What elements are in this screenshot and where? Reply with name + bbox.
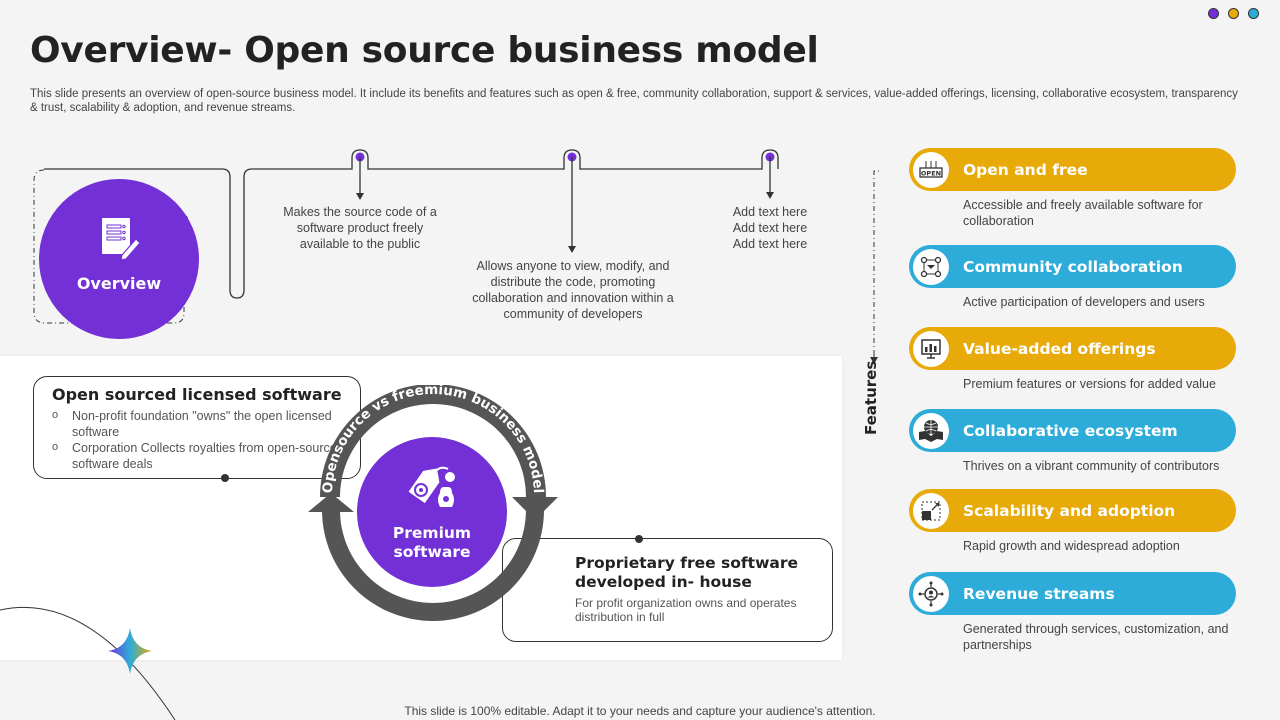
page-subtitle: This slide presents an overview of open-… [30,88,1238,114]
feature-collaborative-ecosystem: Collaborative ecosystem Thrives on a vib… [909,409,1236,474]
feature-title: Revenue streams [963,584,1115,603]
network-people-icon [913,248,949,285]
feature-pill: Scalability and adoption [909,489,1236,532]
open-sourced-bullet: Corporation Collects royalties from open… [52,439,342,472]
feature-description: Accessible and freely available software… [963,198,1203,228]
proprietary-description: For profit organization owns and operate… [575,596,797,624]
feature-scalability-and-adoption: Scalability and adoption Rapid growth an… [909,489,1236,554]
ring-top-arc [320,385,546,497]
step-3-line: Add text here [732,205,808,219]
footer-note: This slide is 100% editable. Adapt it to… [404,704,876,718]
box2-connector-dot [635,535,643,543]
premium-software-label: Premium software [392,523,472,561]
feature-value-added-offerings: Value-added offerings Premium features o… [909,327,1236,392]
feature-description: Thrives on a vibrant community of contri… [963,459,1220,473]
ring-arrow-right [512,497,558,520]
feature-pill: Value-added offerings [909,327,1236,370]
feature-description: Premium features or versions for added v… [963,377,1216,391]
overview-label: Overview [76,274,162,293]
scale-expand-icon [913,492,949,529]
decor-dot-blue [1248,8,1259,19]
feature-title: Scalability and adoption [963,501,1176,520]
step-1-text: Makes the source code of a software prod… [283,205,437,251]
revenue-hub-icon [913,575,949,612]
feature-community-collaboration: Community collaboration Active participa… [909,245,1236,310]
globe-handshake-icon [913,412,949,449]
feature-pill: Collaborative ecosystem [909,409,1236,452]
open-sourced-bullet: Non-profit foundation "owns" the open li… [52,407,342,440]
ring-bottom-arc [322,510,544,621]
overview-circle: Overview [39,179,199,339]
decor-arc [0,606,176,720]
premium-software-circle: Premium software [357,437,507,587]
sparkle-icon [108,628,152,674]
open-sourced-bullets: Non-profit foundation "owns" the open li… [52,407,342,472]
step-2-arrowhead [568,246,576,253]
feature-revenue-streams: Revenue streams Generated through servic… [909,572,1236,653]
price-tag-money-icon [404,463,460,518]
feature-title: Community collaboration [963,257,1183,276]
svg-text:OPEN: OPEN [921,169,941,177]
feature-title: Value-added offerings [963,339,1156,358]
features-connector [873,170,880,355]
feature-description: Active participation of developers and u… [963,295,1205,309]
open-sourced-licensed-card: Open sourced licensed software Non-profi… [33,376,361,479]
features-label: Features [862,360,880,435]
proprietary-title: Proprietary free software developed in- … [575,554,799,591]
step-3-line: Add text here [732,221,808,235]
ring-arrow-left [308,493,354,512]
dashed-frame [33,169,185,324]
feature-pill: OPEN Open and free [909,148,1236,191]
timeline-path [44,149,779,299]
decor-dot-purple [1208,8,1219,19]
monitor-chart-icon [913,330,949,367]
decor-dots [1208,8,1259,19]
feature-open-and-free: OPEN Open and free Accessible and freely… [909,148,1236,229]
document-edit-icon [96,215,142,266]
box1-connector-dot [221,474,229,482]
feature-title: Collaborative ecosystem [963,421,1178,440]
feature-title: Open and free [963,160,1088,179]
feature-description: Generated through services, customizatio… [963,622,1229,652]
features-arrowhead-down [870,350,878,364]
open-sourced-title: Open sourced licensed software [52,385,342,404]
step-2-text: Allows anyone to view, modify, and distr… [472,259,674,321]
overview-flow-connector [33,149,880,355]
page-title: Overview- Open source business model [30,30,819,71]
step-3-text: Add text here Add text here Add text her… [710,204,830,252]
feature-description: Rapid growth and widespread adoption [963,539,1180,553]
step-3-line: Add text here [732,237,808,251]
feature-pill: Community collaboration [909,245,1236,288]
step-3-arrowhead [766,192,774,199]
feature-pill: Revenue streams [909,572,1236,615]
proprietary-software-card: Proprietary free software developed in- … [502,538,833,642]
open-sign-icon: OPEN [913,151,949,188]
step-1-arrowhead [356,193,364,200]
decor-dot-gold [1228,8,1239,19]
